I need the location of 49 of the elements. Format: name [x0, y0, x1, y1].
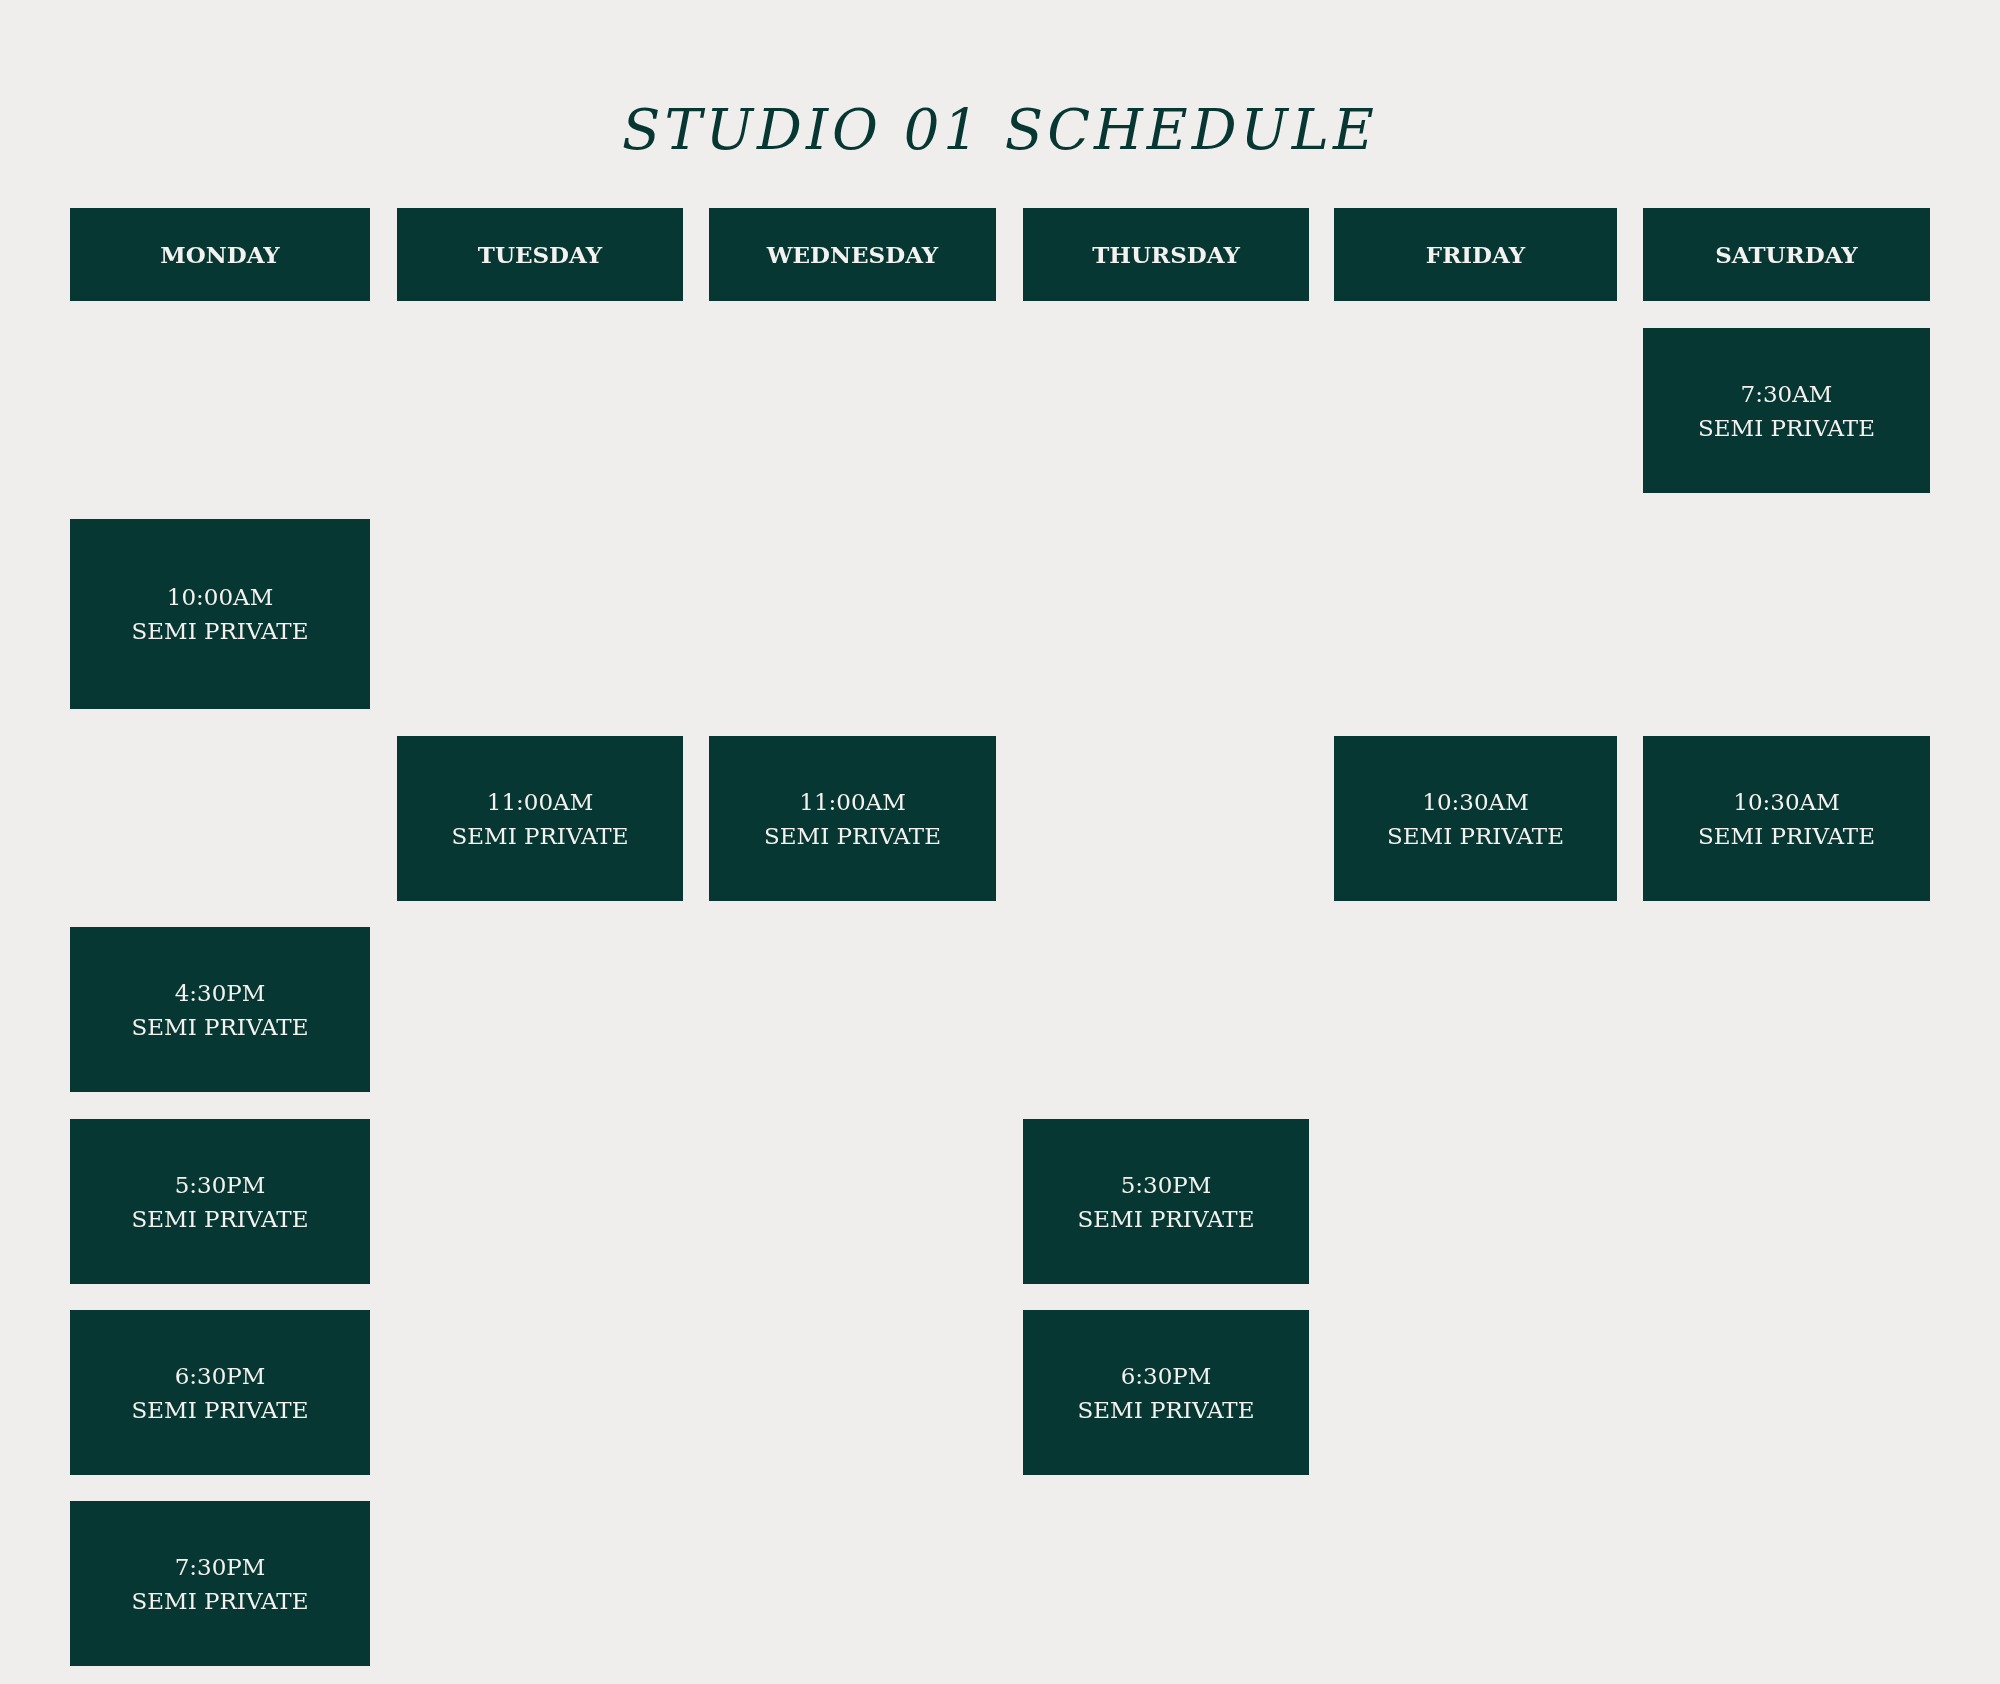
time-text: 10:00AM	[166, 583, 274, 612]
day-label: WEDNESDAY	[766, 241, 939, 268]
day-header	[397, 208, 683, 301]
time-text: 11:00AM	[486, 787, 594, 817]
class-type-text: SEMI PRIVATE	[131, 1012, 309, 1042]
class-type-text: SEMI PRIVATE	[1387, 821, 1564, 851]
class-type-text: SEMI PRIVATE	[131, 1395, 309, 1425]
class-slot	[70, 1119, 370, 1284]
class-slot	[70, 519, 370, 709]
time-text: 11:00AM	[799, 787, 906, 817]
day-header	[70, 208, 370, 301]
class-slot	[1023, 1119, 1309, 1284]
day-label: TUESDAY	[477, 241, 603, 268]
time-text: 5:30PM	[1120, 1170, 1212, 1200]
class-type-text: SEMI PRIVATE	[131, 617, 309, 646]
day-label: MONDAY	[160, 241, 280, 268]
time-text: 4:30PM	[174, 978, 266, 1008]
class-type-text: SEMI PRIVATE	[131, 1586, 309, 1616]
class-type-text: SEMI PRIVATE	[1077, 1204, 1255, 1234]
class-slot	[70, 1310, 370, 1475]
class-slot	[70, 927, 370, 1092]
day-label: THURSDAY	[1092, 241, 1240, 268]
class-slot	[709, 736, 996, 901]
time-text: 6:30PM	[174, 1361, 266, 1391]
time-text: 6:30PM	[1120, 1361, 1212, 1391]
time-text: 7:30AM	[1740, 379, 1833, 409]
title: STUDIO 01 SCHEDULE	[621, 96, 1379, 164]
day-header	[1023, 208, 1309, 301]
time-text: 5:30PM	[174, 1170, 266, 1200]
day-header	[1334, 208, 1617, 301]
class-slot	[1643, 736, 1930, 901]
day-header	[1643, 208, 1930, 301]
class-type-text: SEMI PRIVATE	[1698, 821, 1875, 851]
class-slot	[1023, 1310, 1309, 1475]
class-slot	[70, 1501, 370, 1666]
class-type-text: SEMI PRIVATE	[131, 1204, 309, 1234]
day-label: FRIDAY	[1425, 241, 1526, 268]
class-type-text: SEMI PRIVATE	[1698, 413, 1875, 443]
time-text: 7:30PM	[174, 1552, 266, 1582]
class-slot	[397, 736, 683, 901]
class-slot	[1643, 328, 1930, 493]
day-header	[709, 208, 996, 301]
class-slot	[1334, 736, 1617, 901]
time-text: 10:30AM	[1422, 787, 1529, 817]
day-label: SATURDAY	[1715, 241, 1858, 268]
time-text: 10:30AM	[1733, 787, 1840, 817]
class-type-text: SEMI PRIVATE	[1077, 1395, 1255, 1425]
class-type-text: SEMI PRIVATE	[764, 821, 941, 851]
class-type-text: SEMI PRIVATE	[451, 821, 629, 851]
